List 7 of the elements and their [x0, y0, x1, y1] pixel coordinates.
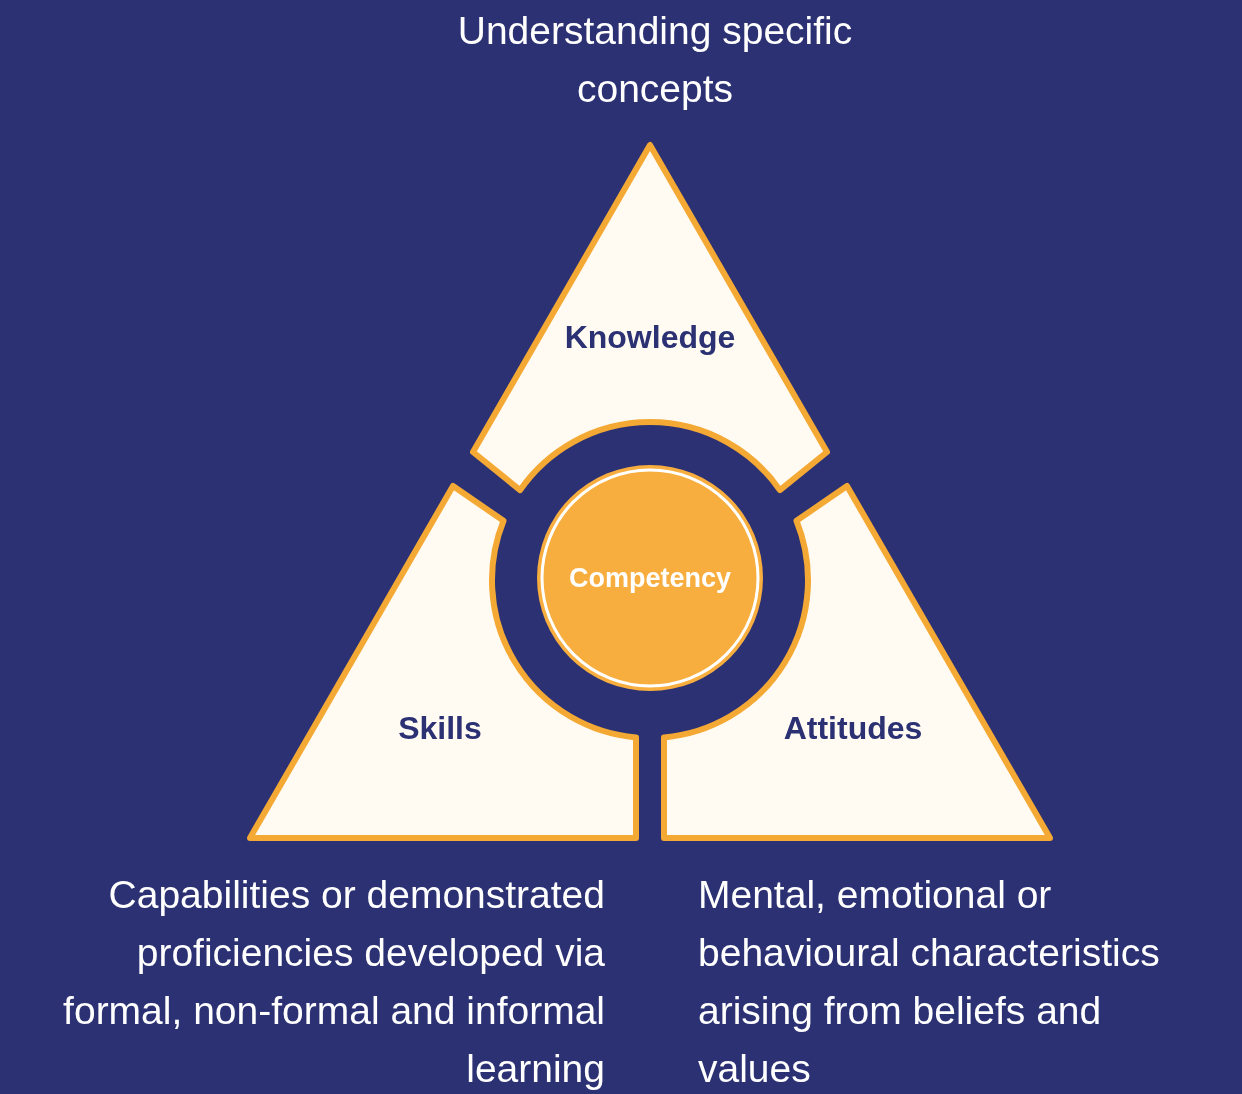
- description-text: Capabilities or demonstrated proficiencies developed via formal, non-formal and informal learning: [62, 872, 605, 1092]
- description-text: Understanding specific concepts: [456, 8, 854, 112]
- segment-label: Skills: [398, 709, 482, 747]
- segment-label: Knowledge: [564, 318, 736, 356]
- segment-label: Attitudes: [783, 709, 923, 747]
- segment-label: Competency: [569, 562, 731, 594]
- description-text: Mental, emotional or behavioural characteristics arising from beliefs and values: [698, 872, 1161, 1092]
